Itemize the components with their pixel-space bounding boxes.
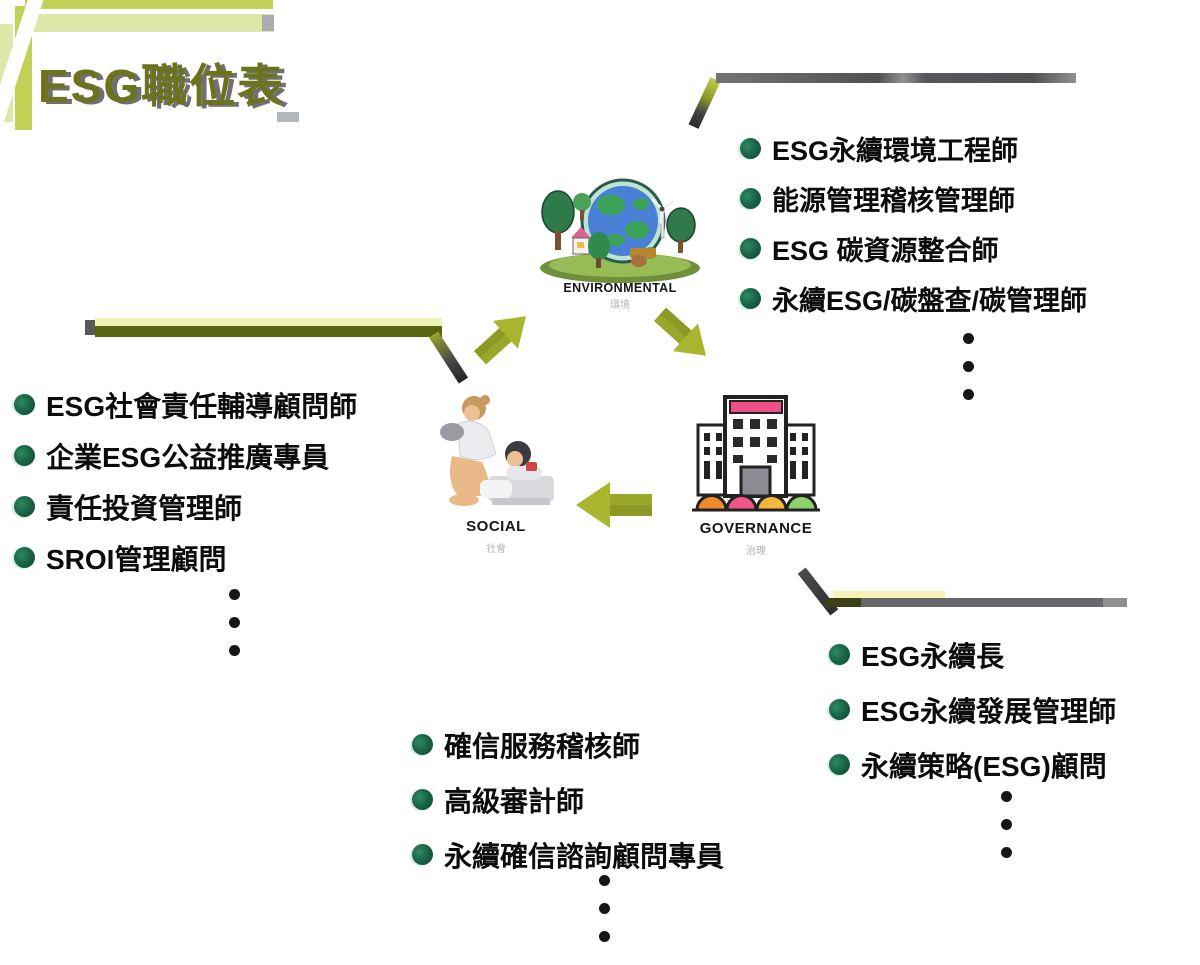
building-governance-illustration — [692, 395, 820, 512]
bullet-icon — [14, 547, 35, 568]
dot-icon — [229, 645, 240, 656]
bullet-icon — [412, 734, 433, 755]
job-label: 高級審計師 — [444, 785, 585, 817]
page-title: ESG職位表 — [38, 60, 286, 112]
job-label: 確信服務稽核師 — [444, 730, 641, 762]
job-label: ESG永續環境工程師 — [772, 135, 1019, 166]
job-item: 責任投資管理師 — [14, 481, 357, 532]
ellipsis-dots-environmental — [963, 333, 974, 400]
job-label: 永續確信諮詢顧問專員 — [444, 840, 725, 872]
divider-social-cap — [85, 320, 96, 335]
social-label: SOCIAL — [466, 518, 526, 535]
job-item: ESG永續長 — [829, 627, 1116, 682]
corner-bar-top — [25, 0, 273, 9]
job-label: 企業ESG公益推廣專員 — [46, 441, 330, 473]
job-item: 確信服務稽核師 — [412, 717, 724, 772]
environmental-job-list: ESG永續環境工程師 能源管理稽核管理師 ESG 碳資源整合師 永續ESG/碳盤… — [740, 123, 1087, 323]
corner-gray-chip — [277, 112, 299, 122]
dot-icon — [229, 617, 240, 628]
job-label: ESG 碳資源整合師 — [772, 235, 999, 266]
bullet-icon — [14, 496, 35, 517]
bullet-icon — [740, 137, 761, 159]
dot-icon — [599, 875, 610, 886]
corner-bar-cap — [262, 15, 274, 31]
divider-governance-pale — [833, 591, 945, 599]
job-item: 企業ESG公益推廣專員 — [14, 430, 357, 481]
job-label: 永續策略(ESG)顧問 — [861, 750, 1107, 782]
dot-icon — [1001, 791, 1012, 802]
environmental-sublabel: 環境 — [610, 300, 630, 311]
divider-social-tail — [428, 331, 469, 384]
environmental-label: ENVIRONMENTAL — [563, 281, 677, 295]
bullet-icon — [14, 394, 35, 415]
dot-icon — [1001, 847, 1012, 858]
corner-bar-top-pale — [30, 14, 274, 32]
job-item: ESG永續發展管理師 — [829, 682, 1116, 737]
dot-icon — [1001, 819, 1012, 830]
social-job-list: ESG社會責任輔導顧問師 企業ESG公益推廣專員 責任投資管理師 SROI管理顧… — [14, 379, 357, 583]
bullet-icon — [412, 844, 433, 865]
bullet-icon — [412, 789, 433, 810]
dot-icon — [963, 361, 974, 372]
divider-environment-tail — [688, 77, 721, 129]
ellipsis-dots-assurance — [599, 875, 610, 942]
job-item: ESG 碳資源整合師 — [740, 223, 1087, 273]
job-label: ESG永續長 — [861, 640, 1005, 672]
bullet-icon — [829, 699, 850, 720]
job-label: ESG永續發展管理師 — [861, 695, 1117, 727]
job-item: 永續確信諮詢顧問專員 — [412, 827, 724, 882]
arrow-up-right-icon — [473, 316, 527, 365]
job-item: 能源管理稽核管理師 — [740, 173, 1087, 223]
job-item: SROI管理顧問 — [14, 532, 357, 583]
caregiving-social-illustration — [440, 395, 554, 506]
job-item: ESG永續環境工程師 — [740, 123, 1087, 173]
job-item: ESG社會責任輔導顧問師 — [14, 379, 357, 430]
dot-icon — [229, 589, 240, 600]
governance-job-list: ESG永續長 ESG永續發展管理師 永續策略(ESG)顧問 — [829, 627, 1116, 792]
dot-icon — [599, 931, 610, 942]
bullet-icon — [740, 187, 761, 209]
governance-label: GOVERNANCE — [699, 520, 813, 537]
assurance-job-list: 確信服務稽核師 高級審計師 永續確信諮詢顧問專員 — [412, 717, 724, 882]
job-label: 能源管理稽核管理師 — [772, 185, 1015, 216]
job-label: 責任投資管理師 — [46, 492, 243, 524]
social-sublabel: 社會 — [486, 544, 506, 555]
job-item: 永續策略(ESG)顧問 — [829, 737, 1116, 792]
job-item: 高級審計師 — [412, 772, 724, 827]
divider-governance — [825, 598, 1127, 607]
dot-icon — [963, 333, 974, 344]
job-item: 永續ESG/碳盤查/碳管理師 — [740, 273, 1087, 323]
ellipsis-dots-social — [229, 589, 240, 656]
bullet-icon — [14, 445, 35, 466]
arrow-down-right-icon — [653, 307, 707, 356]
bullet-icon — [829, 644, 850, 665]
job-label: ESG社會責任輔導顧問師 — [46, 390, 358, 422]
bullet-icon — [740, 287, 761, 309]
job-label: SROI管理顧問 — [46, 543, 227, 575]
dot-icon — [963, 389, 974, 400]
divider-environment — [716, 73, 1076, 83]
arrow-left-icon — [576, 482, 652, 528]
governance-sublabel: 治理 — [746, 546, 766, 557]
bullet-icon — [740, 237, 761, 259]
dot-icon — [599, 903, 610, 914]
ellipsis-dots-governance — [1001, 791, 1012, 858]
divider-social — [95, 318, 442, 337]
job-label: 永續ESG/碳盤查/碳管理師 — [772, 285, 1088, 316]
bullet-icon — [829, 754, 850, 775]
globe-environment-illustration — [540, 178, 700, 283]
